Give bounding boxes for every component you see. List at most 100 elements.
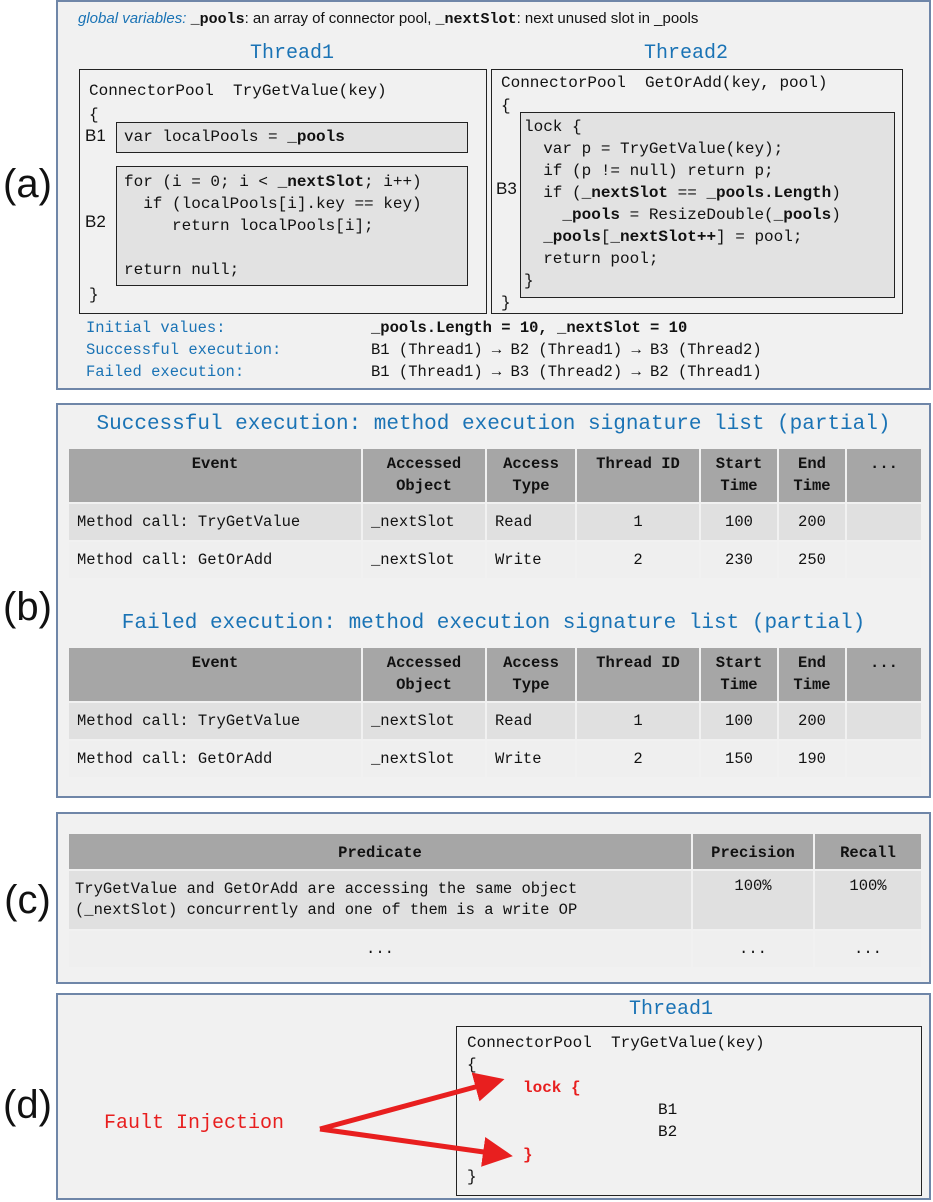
cell-end-time: 250 bbox=[779, 542, 845, 578]
col-access-type: Access Type bbox=[487, 648, 575, 701]
successful-table-title: Successful execution: method execution s… bbox=[96, 413, 891, 436]
cell-recall: ... bbox=[815, 931, 921, 967]
col-end-time: End Time bbox=[779, 648, 845, 701]
panel-d-signature: ConnectorPool TryGetValue(key) bbox=[467, 1034, 765, 1052]
info-key-successful: Successful execution: bbox=[86, 341, 282, 359]
cell-more bbox=[847, 703, 921, 739]
cell-precision: ... bbox=[693, 931, 813, 967]
global-var-pools: _pools bbox=[190, 11, 245, 28]
fault-injection-label: Fault Injection bbox=[104, 1112, 285, 1135]
cell-access-type: Write bbox=[487, 542, 575, 578]
global-variables-legend: global variables: _pools: an array of co… bbox=[78, 10, 698, 28]
panel-label-b: (b) bbox=[3, 585, 52, 629]
cell-event: Method call: TryGetValue bbox=[69, 504, 361, 540]
col-start-time: Start Time bbox=[701, 449, 777, 502]
panel-d-thread-title: Thread1 bbox=[629, 998, 714, 1021]
table-row: Method call: TryGetValue _nextSlot Read … bbox=[69, 504, 921, 540]
b3-line-7: } bbox=[524, 272, 534, 290]
cell-thread-id: 1 bbox=[577, 703, 699, 739]
table-row: Method call: GetOrAdd _nextSlot Write 2 … bbox=[69, 542, 921, 578]
info-key-failed: Failed execution: bbox=[86, 363, 245, 381]
table-row: Method call: TryGetValue _nextSlot Read … bbox=[69, 703, 921, 739]
block-label-b3: B3 bbox=[496, 179, 517, 198]
cell-precision: 100% bbox=[693, 871, 813, 929]
cell-end-time: 200 bbox=[779, 504, 845, 540]
info-key-initial: Initial values: bbox=[86, 319, 226, 337]
col-more: ... bbox=[847, 648, 921, 701]
b3-line-5: _pools[_nextSlot++] = pool; bbox=[543, 228, 803, 246]
b3-line-3: if (_nextSlot == _pools.Length) bbox=[524, 184, 841, 202]
thread1-code-box: ConnectorPool TryGetValue(key) { B1 var … bbox=[79, 69, 487, 314]
block-b3: lock { var p = TryGetValue(key); if (p !… bbox=[520, 112, 895, 298]
injected-lock-close: } bbox=[523, 1146, 533, 1164]
cell-object: _nextSlot bbox=[363, 703, 485, 739]
cell-end-time: 200 bbox=[779, 703, 845, 739]
block-b2: for (i = 0; i < _nextSlot; i++) if (loca… bbox=[116, 166, 468, 286]
thread1-open-brace: { bbox=[89, 106, 99, 124]
b2-line-2: return localPools[i]; bbox=[124, 217, 374, 235]
panel-d-b1: B1 bbox=[658, 1101, 678, 1119]
cell-access-type: Read bbox=[487, 504, 575, 540]
table-row: TryGetValue and GetOrAdd are accessing t… bbox=[69, 871, 921, 929]
cell-object: _nextSlot bbox=[363, 542, 485, 578]
cell-recall: 100% bbox=[815, 871, 921, 929]
cell-access-type: Write bbox=[487, 741, 575, 777]
col-start-time: Start Time bbox=[701, 648, 777, 701]
panel-c-predicates: Predicate Precision Recall TryGetValue a… bbox=[56, 812, 931, 984]
b3-line-4: _pools = ResizeDouble(_pools) bbox=[562, 206, 841, 224]
col-accessed-object: Accessed Object bbox=[363, 449, 485, 502]
fault-injection-arrows-icon bbox=[319, 1072, 513, 1167]
b3-line-6: return pool; bbox=[524, 250, 659, 268]
table-row: ... ... ... bbox=[69, 931, 921, 967]
thread2-close-brace: } bbox=[501, 294, 511, 312]
b2-line-0: for (i = 0; i < _nextSlot; i++) bbox=[124, 173, 422, 191]
panel-d-fault-injection: Thread1 ConnectorPool TryGetValue(key) {… bbox=[56, 993, 931, 1200]
cell-event: Method call: TryGetValue bbox=[69, 703, 361, 739]
global-var-pools-desc: : an array of connector pool, bbox=[244, 10, 432, 27]
panel-d-open-brace: { bbox=[467, 1056, 477, 1074]
col-predicate: Predicate bbox=[69, 834, 691, 869]
panel-label-a: (a) bbox=[3, 162, 52, 206]
cell-predicate: TryGetValue and GetOrAdd are accessing t… bbox=[69, 871, 691, 929]
b1-code-bold: _pools bbox=[287, 128, 345, 146]
col-event: Event bbox=[69, 648, 361, 701]
panel-label-d: (d) bbox=[3, 1083, 52, 1127]
col-accessed-object: Accessed Object bbox=[363, 648, 485, 701]
cell-thread-id: 2 bbox=[577, 741, 699, 777]
thread2-code-box: ConnectorPool GetOrAdd(key, pool) { B3 l… bbox=[491, 69, 903, 314]
col-recall: Recall bbox=[815, 834, 921, 869]
info-value-failed: B1 (Thread1) → B3 (Thread2) → B2 (Thread… bbox=[371, 363, 762, 381]
b1-code: var localPools = _pools bbox=[124, 126, 345, 148]
failed-table-title: Failed execution: method execution signa… bbox=[121, 612, 866, 635]
cell-thread-id: 1 bbox=[577, 504, 699, 540]
global-var-nextslot: _nextSlot bbox=[435, 11, 517, 28]
cell-start-time: 230 bbox=[701, 542, 777, 578]
thread2-open-brace: { bbox=[501, 97, 511, 115]
col-end-time: End Time bbox=[779, 449, 845, 502]
b2-line-4: return null; bbox=[124, 261, 240, 279]
panel-d-close-brace: } bbox=[467, 1168, 477, 1186]
block-label-b2: B2 bbox=[85, 212, 106, 231]
b3-line-1: var p = TryGetValue(key); bbox=[524, 140, 784, 158]
thread1-title: Thread1 bbox=[250, 42, 335, 65]
cell-thread-id: 2 bbox=[577, 542, 699, 578]
thread1-close-brace: } bbox=[89, 286, 99, 304]
thread2-title: Thread2 bbox=[644, 42, 729, 65]
cell-event: Method call: GetOrAdd bbox=[69, 741, 361, 777]
global-var-nextslot-desc: : next unused slot in _pools bbox=[516, 10, 699, 27]
b1-code-text: var localPools = bbox=[124, 128, 288, 146]
cell-access-type: Read bbox=[487, 703, 575, 739]
failed-signature-table: Event Accessed Object Access Type Thread… bbox=[67, 646, 923, 779]
panel-b-signatures: Successful execution: method execution s… bbox=[56, 403, 931, 798]
col-precision: Precision bbox=[693, 834, 813, 869]
col-event: Event bbox=[69, 449, 361, 502]
thread1-signature: ConnectorPool TryGetValue(key) bbox=[89, 82, 387, 100]
panel-d-code-box: ConnectorPool TryGetValue(key) { lock { … bbox=[456, 1026, 922, 1196]
info-value-initial: _pools.Length = 10, _nextSlot = 10 bbox=[371, 319, 688, 337]
b3-line-0: lock { bbox=[524, 118, 582, 136]
panel-a-code: global variables: _pools: an array of co… bbox=[56, 0, 931, 390]
col-access-type: Access Type bbox=[487, 449, 575, 502]
block-label-b1: B1 bbox=[85, 126, 106, 145]
col-thread-id: Thread ID bbox=[577, 648, 699, 701]
cell-end-time: 190 bbox=[779, 741, 845, 777]
